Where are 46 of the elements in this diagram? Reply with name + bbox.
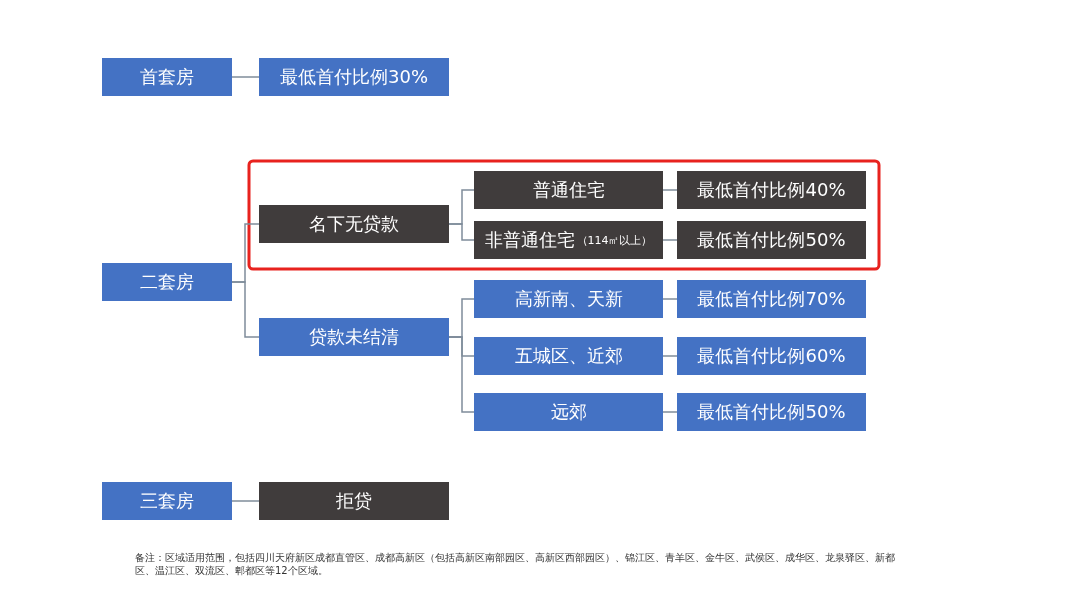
category-box (259, 205, 449, 243)
category-box (259, 482, 449, 520)
node-label: 首套房 (140, 65, 194, 89)
category-box (474, 171, 663, 209)
connector-line (662, 189, 678, 191)
category-box (474, 221, 663, 259)
connector-line (662, 298, 678, 300)
category-box (102, 58, 232, 96)
node-label: 远郊 (550, 400, 587, 424)
category-box (474, 280, 663, 318)
category-box (677, 337, 866, 375)
connector-line (662, 355, 678, 357)
connector-line (231, 500, 260, 502)
node-label: 普通住宅 (532, 178, 605, 202)
connector-line (231, 76, 260, 78)
node-label: 五城区、近郊 (514, 344, 623, 368)
node-label: 最低首付比例40% (697, 178, 846, 202)
size-note: （114㎡以上） (576, 232, 653, 248)
node-label: 最低首付比例60% (697, 344, 846, 368)
category-box (677, 171, 866, 209)
connector-line (231, 281, 260, 338)
category-box (474, 337, 663, 375)
connector-line (448, 223, 475, 241)
node-label: 最低首付比例50% (697, 228, 846, 252)
category-box (474, 393, 663, 431)
node-label: 高新南、天新 (514, 287, 623, 311)
node-label: 贷款未结清 (309, 325, 399, 349)
node-label: 非普通住宅 (484, 228, 575, 252)
node-label: 拒贷 (336, 489, 372, 513)
category-box (102, 482, 232, 520)
category-box (677, 393, 866, 431)
connector-line (448, 336, 475, 413)
connector-line (662, 411, 678, 413)
node-label: 二套房 (140, 270, 194, 294)
category-box (259, 318, 449, 356)
category-box (677, 280, 866, 318)
node-label: 最低首付比例70% (697, 287, 846, 311)
footnote: 备注：区域适用范围，包括四川天府新区成都直管区、成都高新区（包括高新区南部园区、高新区西部园区）、锦江区、青羊区、金牛区、武侯区、成华区、龙泉驿区、新都区、温江区、双流区、郫都区等12个区域。 (135, 551, 896, 577)
connector-line (662, 239, 678, 241)
node-label: 三套房 (140, 489, 194, 513)
node-label: 最低首付比例30% (280, 65, 428, 89)
category-box (677, 221, 866, 259)
category-box (259, 58, 449, 96)
node-label: 最低首付比例50% (697, 400, 846, 424)
node-label: 名下无贷款 (309, 212, 399, 236)
category-box (102, 263, 232, 301)
